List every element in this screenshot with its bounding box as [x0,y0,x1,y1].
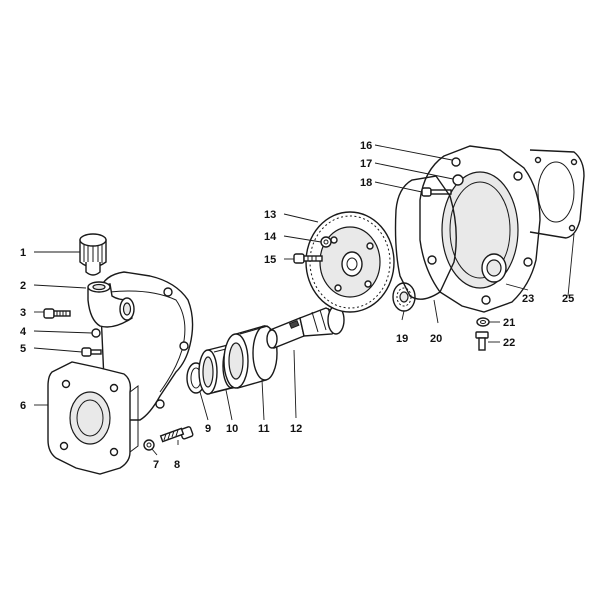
callout-13: 13 [264,209,276,221]
callout-9: 9 [205,423,211,435]
timing-gear-13 [305,211,395,313]
gasket-20 [394,175,457,300]
washer-14 [320,236,332,248]
callout-7: 7 [153,459,159,471]
callout-8: 8 [174,459,180,471]
callout-14: 14 [264,231,277,243]
rear-housing [419,145,541,313]
bolt-8 [159,426,194,443]
bolt-22 [475,331,489,351]
callout-labels: 1 2 3 4 5 6 7 8 9 10 11 12 13 14 15 16 1… [20,140,574,471]
leader-lines [33,144,575,456]
callout-16: 16 [360,140,372,152]
screw-15 [293,253,323,264]
water-outlet-elbow [87,281,135,328]
callout-15: 15 [264,254,276,266]
washer-4 [91,328,101,338]
callout-11: 11 [258,423,270,435]
callout-12: 12 [290,423,302,435]
washer-7 [143,439,155,451]
callout-17: 17 [360,158,372,170]
callout-6: 6 [20,400,26,412]
callout-1: 1 [20,247,26,259]
filler-cap [79,233,107,276]
plug-17 [452,174,464,186]
callout-23: 23 [522,293,534,305]
mounting-flange [47,361,139,475]
callout-22: 22 [503,337,515,349]
callout-3: 3 [20,307,26,319]
callout-25: 25 [562,293,574,305]
screw-3 [43,308,71,319]
callout-20: 20 [430,333,442,345]
callout-18: 18 [360,177,372,189]
callout-10: 10 [226,423,238,435]
washer-21 [476,317,490,327]
callout-5: 5 [20,343,26,355]
callout-19: 19 [396,333,408,345]
callout-2: 2 [20,280,26,292]
drive-shaft-12 [266,305,345,349]
screw-5 [81,347,102,357]
callout-4: 4 [20,326,27,338]
callout-21: 21 [503,317,515,329]
gasket-25 [529,149,585,239]
